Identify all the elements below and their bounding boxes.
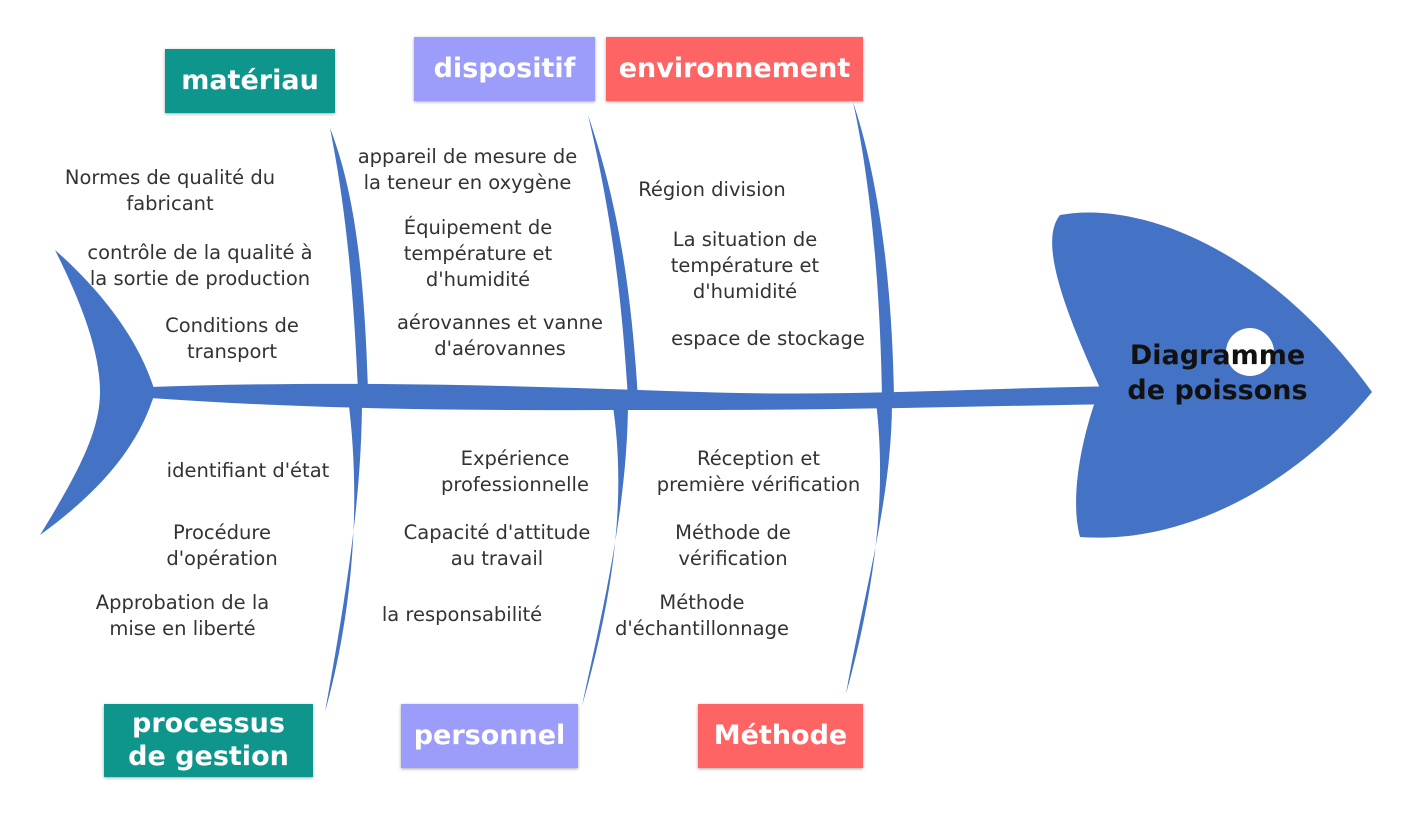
category-dispositif: dispositif [414, 37, 595, 101]
diagram-title: Diagramme de poissons [1127, 340, 1308, 406]
fish-eye [1226, 328, 1274, 376]
cause-processus-1: identifiant d'état [166, 459, 330, 482]
category-environnement: environnement [606, 37, 863, 101]
cause-personnel-2: Capacité d'attitude au travail [403, 521, 591, 570]
cause-materiau-2: contrôle de la qualité à la sortie de pr… [87, 241, 313, 290]
category-materiau: matériau [165, 49, 335, 113]
cause-environnement-1: Région division [638, 178, 786, 201]
cause-processus-3: Approbation de la mise en liberté [95, 591, 270, 640]
category-methode: Méthode [698, 704, 863, 768]
cause-environnement-3: espace de stockage [671, 327, 865, 350]
cause-dispositif-1: appareil de mesure de la teneur en oxygè… [357, 145, 578, 194]
bone-processus [325, 398, 362, 712]
category-personnel: personnel [401, 704, 578, 768]
bone-personnel [582, 400, 628, 706]
bone-dispositif [588, 115, 638, 400]
cause-materiau-1: Normes de qualité du fabricant [64, 166, 276, 215]
cause-environnement-2: La situation de température et d'humidit… [670, 228, 820, 303]
bone-methode [846, 402, 892, 694]
cause-methode-2: Méthode de vérification [675, 521, 791, 570]
cause-methode-1: Réception et première vérification [656, 447, 861, 496]
fish-tail [40, 250, 155, 535]
bone-environnement [853, 102, 894, 398]
cause-materiau-3: Conditions de transport [165, 314, 299, 363]
cause-dispositif-2: Équipement de température et d'humidité [403, 216, 553, 291]
bone-materiau [330, 128, 368, 392]
cause-processus-2: Procédure d'opération [166, 521, 278, 570]
fish-head [1052, 212, 1372, 538]
cause-methode-3: Méthode d'échantillonnage [615, 591, 789, 640]
cause-personnel-1: Expérience professionnelle [441, 447, 589, 496]
category-processus: processus de gestion [104, 704, 313, 777]
cause-personnel-3: la responsabilité [381, 603, 543, 626]
cause-dispositif-3: aérovannes et vanne d'aérovannes [396, 311, 604, 360]
